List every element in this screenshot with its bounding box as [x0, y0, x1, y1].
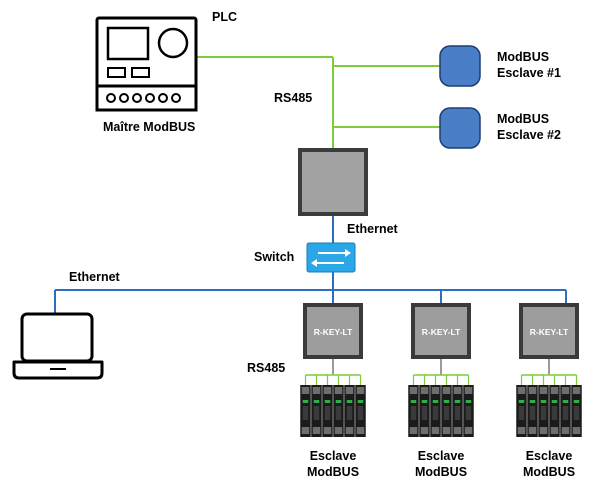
slave-label-line1: Esclave [310, 449, 357, 463]
slave1-line2: Esclave #1 [497, 66, 561, 80]
rkey-label: R-KEY-LT [422, 327, 461, 337]
din-module-icon [571, 385, 582, 437]
rs485-bottom-label: RS485 [247, 361, 285, 375]
din-module-icon [549, 385, 560, 437]
din-module-icon [333, 385, 344, 437]
rs485-top-label: RS485 [274, 91, 312, 105]
din-module-icon [452, 385, 463, 437]
din-module-icon [538, 385, 549, 437]
ethernet-gateway-label: Ethernet [347, 222, 399, 236]
din-module-icon [344, 385, 355, 437]
modbus-slave-2-icon [439, 107, 481, 149]
switch-label: Switch [254, 250, 294, 264]
din-module-icon [355, 385, 366, 437]
laptop-icon [12, 312, 104, 380]
plc-label: PLC [212, 10, 237, 24]
din-module-icon [516, 385, 527, 437]
slave-label-line1: Esclave [418, 449, 465, 463]
slave2-line2: Esclave #2 [497, 128, 561, 142]
switch-icon [306, 242, 356, 273]
rkey-box-face [307, 307, 359, 355]
slave2-line1: ModBUS [497, 112, 549, 126]
plc-device-icon [95, 16, 198, 112]
slave-label-line2: ModBUS [415, 465, 467, 479]
din-module-icon [300, 385, 311, 437]
rkey-label: R-KEY-LT [314, 327, 353, 337]
din-module-icon [419, 385, 430, 437]
master-label: Maître ModBUS [103, 120, 195, 134]
slave-label-line2: ModBUS [523, 465, 575, 479]
modbus-slave-1-icon [439, 45, 481, 87]
din-module-icon [527, 385, 538, 437]
din-module-icon [463, 385, 474, 437]
gateway-device-icon [298, 148, 368, 216]
rkey-label: R-KEY-LT [530, 327, 569, 337]
ethernet-left-label: Ethernet [69, 270, 121, 284]
din-module-icon [311, 385, 322, 437]
slave1-line1: ModBUS [497, 50, 549, 64]
din-module-icon [560, 385, 571, 437]
din-module-icon [441, 385, 452, 437]
rs485-top-wiring [196, 56, 442, 148]
rkey-box-face [523, 307, 575, 355]
rkey-box-face [415, 307, 467, 355]
ethernet-wiring [54, 216, 567, 314]
slave-label-line2: ModBUS [307, 465, 359, 479]
din-module-icon [322, 385, 333, 437]
din-module-icon [408, 385, 419, 437]
din-module-icon [430, 385, 441, 437]
slave-label-line1: Esclave [526, 449, 573, 463]
